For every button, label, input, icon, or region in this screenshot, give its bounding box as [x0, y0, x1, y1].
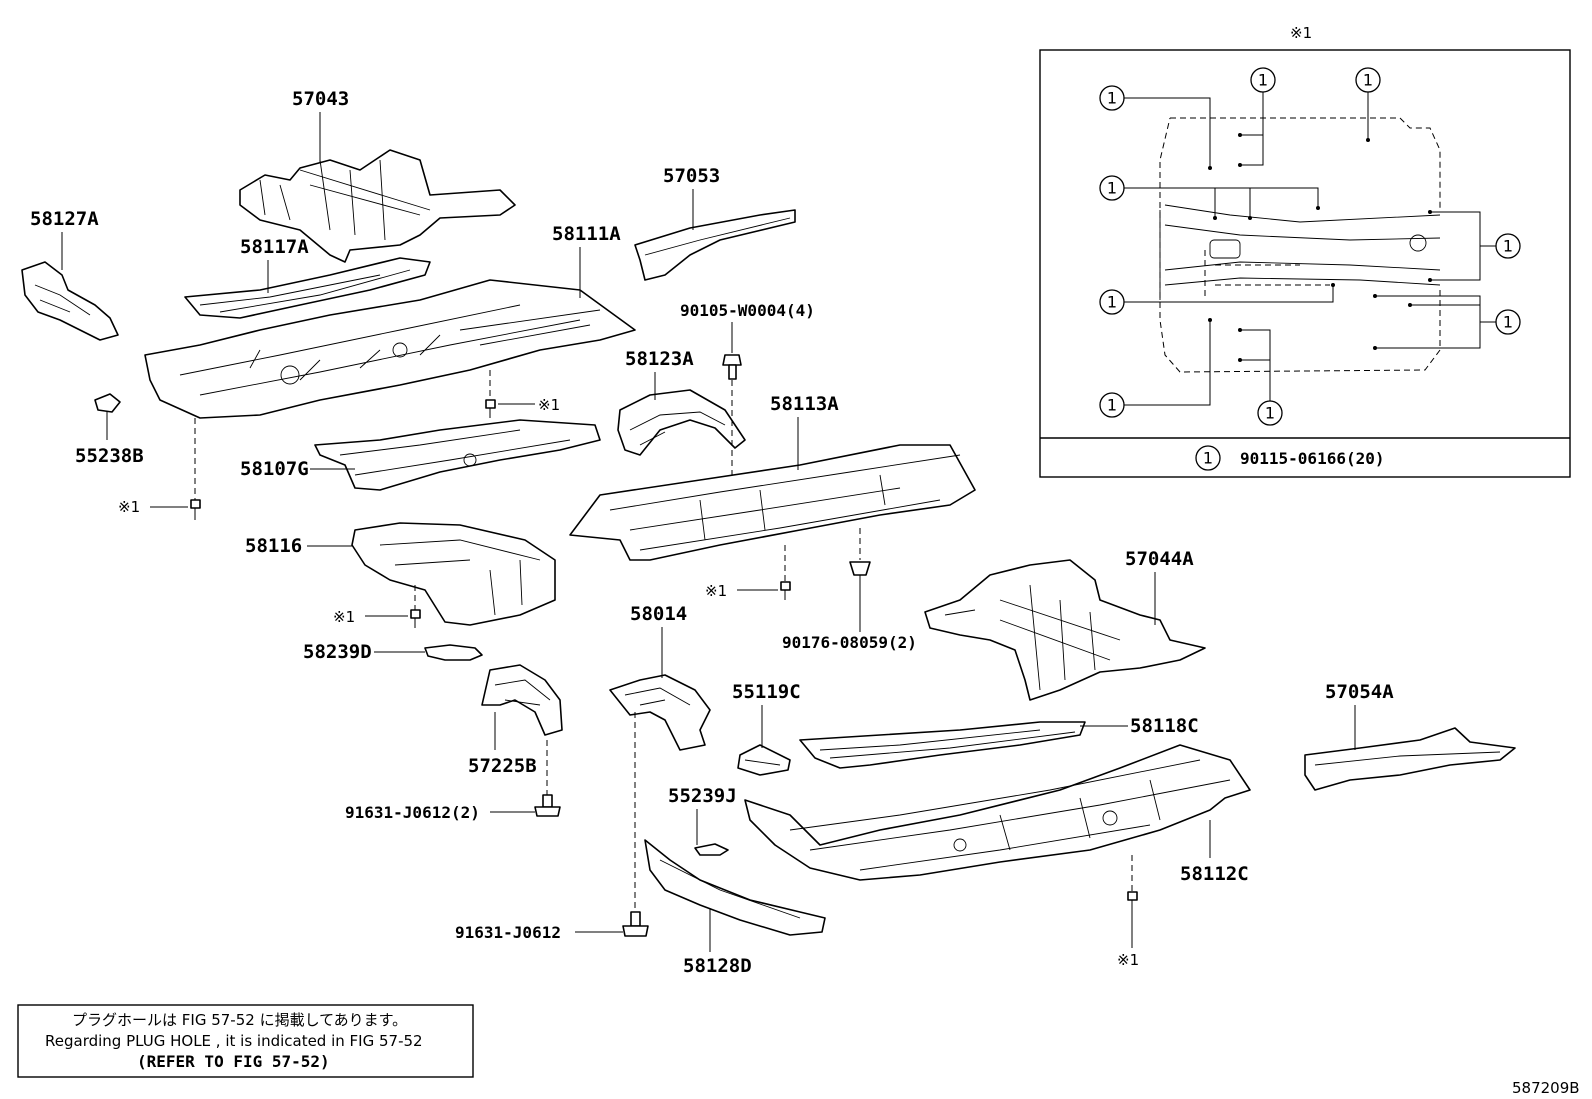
part-58113A-shape — [569, 444, 976, 561]
part-58127A-shape — [21, 261, 119, 341]
label-58239D: 58239D — [303, 641, 372, 663]
flange-bolt-icon — [722, 354, 742, 380]
part-58117A-shape — [184, 257, 431, 319]
part-57043-shape — [239, 149, 516, 263]
part-58123A-shape — [617, 389, 746, 456]
label-90176: 90176-08059(2) — [782, 633, 917, 652]
label-91631a: 91631-J0612(2) — [345, 803, 480, 822]
part-57225B-shape — [481, 664, 563, 736]
label-58107G: 58107G — [240, 458, 309, 480]
ref-mark-58116: ※1 — [333, 608, 355, 626]
label-58116: 58116 — [245, 535, 302, 557]
part-58107G-shape — [314, 419, 601, 491]
part-58111A-shape — [144, 279, 636, 419]
label-57043: 57043 — [292, 88, 349, 110]
inset-callout-1g: 1 — [1428, 210, 1521, 282]
inset-callout-1e: 1 — [1238, 67, 1276, 167]
label-58112C: 58112C — [1180, 863, 1249, 885]
inset-callout-1a: 1 — [1099, 85, 1212, 170]
note-line-en: Regarding PLUG HOLE , it is indicated in… — [45, 1032, 423, 1050]
label-58123A: 58123A — [625, 348, 694, 370]
svg-text:1: 1 — [1258, 71, 1268, 90]
bolt-icon — [780, 581, 791, 600]
part-55119C-shape — [737, 744, 791, 776]
label-58128D: 58128D — [683, 955, 752, 977]
part-57053-shape — [634, 209, 796, 281]
inset-callout-1b: 1 — [1099, 175, 1320, 220]
part-57044A-shape — [924, 559, 1206, 701]
note-line-jp: プラグホールは FIG 57-52 に掲載してあります。 — [72, 1011, 407, 1029]
label-55238B: 55238B — [75, 445, 144, 467]
bolt-icon — [1127, 891, 1138, 912]
inset-title: ※1 — [1290, 24, 1312, 42]
note-line-ref: (REFER TO FIG 57-52) — [137, 1052, 330, 1071]
svg-text:1: 1 — [1265, 404, 1275, 423]
svg-text:1: 1 — [1203, 449, 1213, 468]
label-57044A: 57044A — [1125, 548, 1194, 570]
svg-text:1: 1 — [1363, 71, 1373, 90]
part-55239J-shape — [694, 843, 729, 856]
inset-callout-1i: 1 — [1238, 328, 1283, 426]
part-58112C-shape — [744, 744, 1251, 881]
label-57053: 57053 — [663, 165, 720, 187]
label-58127A: 58127A — [30, 208, 99, 230]
label-57054A: 57054A — [1325, 681, 1394, 703]
bolt-icon — [190, 499, 201, 520]
label-58117A: 58117A — [240, 236, 309, 258]
label-55239J: 55239J — [668, 785, 737, 807]
part-55238B-shape — [94, 393, 121, 413]
svg-text:1: 1 — [1503, 313, 1513, 332]
part-58128D-shape — [644, 839, 826, 936]
label-58118C: 58118C — [1130, 715, 1199, 737]
svg-text:1: 1 — [1503, 237, 1513, 256]
ref-mark-58111A: ※1 — [538, 396, 560, 414]
clip-icon — [849, 561, 871, 583]
label-57225B: 57225B — [468, 755, 537, 777]
inset-callout-1h: 1 — [1373, 294, 1521, 350]
plug-hole-note: プラグホールは FIG 57-52 に掲載してあります。 Regarding P… — [17, 1004, 474, 1078]
bolt-icon — [485, 399, 496, 418]
svg-text:1: 1 — [1107, 89, 1117, 108]
ref-mark-58112C: ※1 — [1117, 951, 1139, 969]
part-58116-shape — [351, 522, 556, 626]
label-58014: 58014 — [630, 603, 687, 625]
flange-bolt-icon — [622, 911, 649, 937]
figure-id: 587209B — [1512, 1079, 1580, 1097]
part-58118C-shape — [799, 721, 1086, 769]
ref-mark-left: ※1 — [118, 498, 140, 516]
ref-mark-58113A: ※1 — [705, 582, 727, 600]
inset-box: ※1 1 1 1 — [1039, 24, 1571, 478]
inset-callout-1f: 1 — [1355, 67, 1381, 142]
part-58239D-shape — [424, 644, 483, 661]
bolt-icon — [410, 609, 421, 628]
svg-text:90115-06166(20): 90115-06166(20) — [1240, 449, 1385, 468]
label-91631b: 91631-J0612 — [455, 923, 561, 942]
inset-legend: 1 90115-06166(20) — [1195, 445, 1385, 471]
part-57054A-shape — [1304, 727, 1516, 791]
svg-text:1: 1 — [1107, 293, 1117, 312]
flange-bolt-icon — [534, 794, 561, 817]
label-58113A: 58113A — [770, 393, 839, 415]
inset-callout-1c: 1 — [1099, 283, 1335, 315]
label-55119C: 55119C — [732, 681, 801, 703]
svg-text:1: 1 — [1107, 396, 1117, 415]
svg-text:1: 1 — [1107, 179, 1117, 198]
label-90105: 90105-W0004(4) — [680, 301, 815, 320]
label-58111A: 58111A — [552, 223, 621, 245]
part-58014-shape — [609, 674, 711, 751]
inset-callout-1d: 1 — [1099, 318, 1212, 418]
